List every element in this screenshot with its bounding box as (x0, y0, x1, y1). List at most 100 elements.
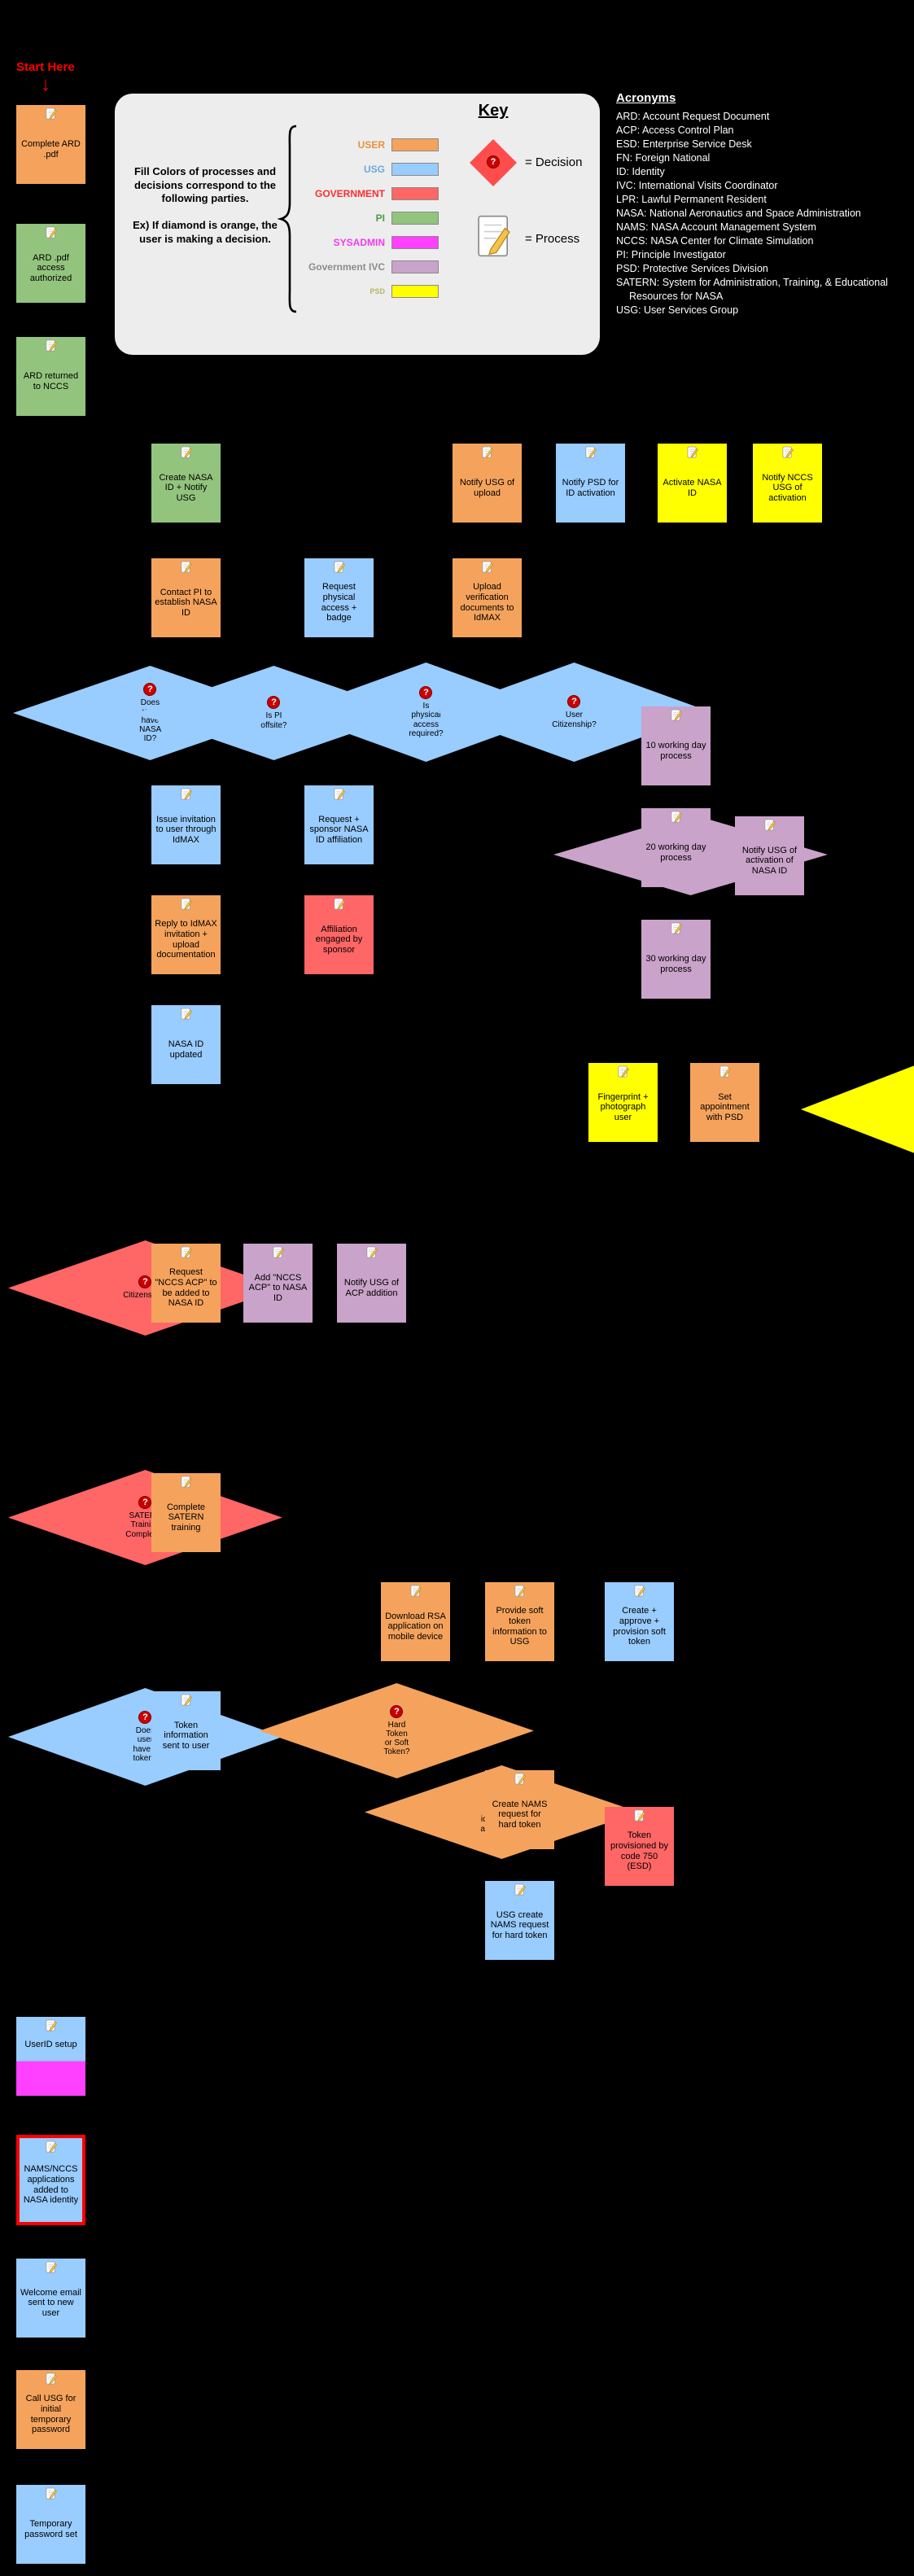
node-create-nams-request-hard-token: Create NAMS request for hard token (485, 1770, 554, 1849)
node-download-rsa-application-label: Download RSA application on mobile devic… (385, 1611, 446, 1642)
decision-question-icon: ? (567, 695, 581, 709)
process-memo-icon (514, 1773, 526, 1785)
process-memo-icon (584, 446, 597, 458)
process-memo-icon (670, 922, 682, 934)
node-fingerprint-photograph-user: Fingerprint + photograph user (588, 1063, 658, 1142)
node-provide-soft-token-info-label: Provide soft token information to USG (492, 1606, 547, 1647)
decision-question-icon: ? (143, 682, 157, 696)
decision-question-icon: ? (138, 1496, 152, 1510)
key-note-example: Ex) If diamond is orange, the user is ma… (133, 218, 278, 245)
node-satern-training-complete: ?SATERN Training Complete? (8, 1470, 282, 1565)
node-usg-create-nams-request-hard-token: USG create NAMS request for hard token (485, 1881, 554, 1960)
decision-question-icon: ? (138, 1711, 152, 1725)
process-memo-icon (180, 446, 192, 458)
node-create-nasa-id-notify-usg-label: Create NASA ID + Notify USG (159, 472, 213, 503)
process-memo-icon (180, 1008, 192, 1020)
node-complete-ard-label: Complete ARD .pdf (21, 138, 81, 160)
node-fingerprint-photograph-user-label: Fingerprint + photograph user (597, 1091, 649, 1122)
process-memo-icon (670, 811, 682, 823)
process-memo-icon (180, 788, 192, 800)
node-call-usg-temporary-password: Call USG for initial temporary password (16, 2370, 85, 2449)
node-notify-usg-activation-nasa-id-label: Notify USG of activation of NASA ID (741, 845, 798, 876)
legend-color-swatch (391, 212, 439, 225)
acronym-item: ID: Identity (616, 166, 665, 177)
acronym-item: USG: User Services Group (616, 304, 739, 316)
process-memo-icon (180, 898, 192, 910)
process-memo-icon (272, 1246, 284, 1258)
node-request-nccs-acp: Request "NCCS ACP" to be added to NASA I… (151, 1244, 221, 1323)
node-activate-nasa-id: Activate NASA ID (658, 444, 727, 523)
process-memo-icon (180, 561, 192, 573)
process-memo-icon (365, 1246, 378, 1258)
legend-row-government: GOVERNMENT (287, 182, 439, 206)
node-20-working-day-process-label: 20 working day process (645, 842, 706, 863)
acronym-item: NASA: National Aeronautics and Space Adm… (616, 208, 861, 219)
process-memo-icon (45, 2141, 57, 2153)
node-nasa-id-updated-label: NASA ID updated (168, 1039, 204, 1060)
node-citizenship: ?Citizenship? (8, 1240, 282, 1336)
node-issue-invitation-idmax-label: Issue invitation to user through IdMAX (155, 814, 216, 845)
key-title: Key (478, 102, 509, 120)
process-memo-icon (45, 226, 57, 238)
process-memo-icon (333, 561, 345, 573)
node-notify-nccs-usg-activation: Notify NCCS USG of activation (753, 444, 822, 523)
node-affiliation-engaged-by-sponsor-label: Affiliation engaged by sponsor (315, 924, 363, 955)
legend-party-label: GOVERNMENT (314, 188, 385, 199)
start-here-label: Start Here (16, 60, 75, 74)
process-memo-icon (481, 561, 493, 573)
node-request-sponsor-nasa-id-affiliation: Request + sponsor NASA ID affiliation (304, 785, 374, 864)
node-token-information-sent: Token information sent to user (151, 1691, 221, 1770)
process-memo-icon (514, 1883, 526, 1896)
node-hard-or-soft-token: ?Hard Token or Soft Token? (260, 1683, 534, 1778)
node-user-citizenship-label: User Citizenship? (552, 711, 597, 729)
node-token-information-sent-label: Token information sent to user (162, 1720, 210, 1751)
node-20-working-day-process: 20 working day process (641, 808, 711, 887)
process-memo-icon (514, 1585, 526, 1597)
node-reply-idmax-invitation-label: Reply to IdMAX invitation + upload docum… (155, 919, 217, 960)
node-nams-nccs-applications-added: NAMS/NCCS applications added to NASA ide… (16, 2135, 85, 2225)
acronym-item: ACP: Access Control Plan (616, 125, 734, 136)
node-contact-pi-establish-nasa-id: Contact PI to establish NASA ID (151, 558, 221, 637)
acronyms-title: Acronyms (616, 91, 676, 105)
process-memo-icon (686, 446, 698, 458)
acronym-item: ESD: Enterprise Service Desk (616, 138, 752, 150)
legend-color-swatch (391, 138, 439, 151)
process-memo-icon (45, 2487, 57, 2499)
legend-row-government-ivc: Government IVC (287, 255, 439, 279)
node-notify-nccs-usg-activation-label: Notify NCCS USG of activation (762, 472, 813, 503)
node-notify-usg-of-upload: Notify USG of upload (453, 444, 522, 523)
node-token-provisioned-code-750: Token provisioned by code 750 (ESD) (605, 1807, 674, 1886)
node-create-nams-request-hard-token-label: Create NAMS request for hard token (492, 1799, 548, 1830)
legend-row-pi: PI (287, 206, 439, 230)
decision-question-icon: ? (487, 155, 500, 168)
node-is-physical-access-required-label: Is physical access required? (409, 702, 444, 738)
node-upload-verification-documents: Upload verification documents to IdMAX (453, 558, 522, 637)
node-satern-training-complete-label: SATERN Training Complete? (125, 1511, 165, 1539)
process-memo-icon (333, 788, 345, 800)
node-welcome-email-sent: Welcome email sent to new user (16, 2259, 85, 2338)
process-memo-icon (481, 446, 493, 458)
node-does-user-have-nasa-id-label: Does user have NASA ID? (139, 698, 162, 744)
process-memo-icon (409, 1585, 422, 1597)
process-memo-icon (333, 898, 345, 910)
key-notes: Fill Colors of processes and decisions c… (123, 165, 287, 246)
node-ard-access-authorized: ARD .pdf access authorized (16, 224, 85, 303)
node-request-nccs-acp-label: Request "NCCS ACP" to be added to NASA I… (155, 1267, 217, 1309)
legend-party-label: PI (375, 212, 385, 224)
node-create-approve-provision-soft-token: Create + approve + provision soft token (605, 1582, 674, 1661)
process-memo-icon (45, 2261, 57, 2273)
node-create-nasa-id-notify-usg: Create NASA ID + Notify USG (151, 444, 221, 523)
node-is-pi-offsite-label: Is PI offsite? (260, 711, 287, 730)
node-userid-setup-label: UserID setup (24, 2040, 77, 2050)
decision-question-icon: ? (267, 696, 281, 710)
node-download-rsa-application: Download RSA application on mobile devic… (381, 1582, 450, 1661)
start-arrow-icon: ↓ (41, 73, 50, 95)
node-notify-usg-of-upload-label: Notify USG of upload (459, 477, 515, 498)
node-contact-pi-establish-nasa-id-label: Contact PI to establish NASA ID (155, 587, 217, 618)
node-temporary-password-set-label: Temporary password set (24, 2518, 77, 2539)
node-notify-psd-id-activation-label: Notify PSD for ID activation (562, 477, 619, 498)
legend-party-label: USG (363, 164, 385, 175)
